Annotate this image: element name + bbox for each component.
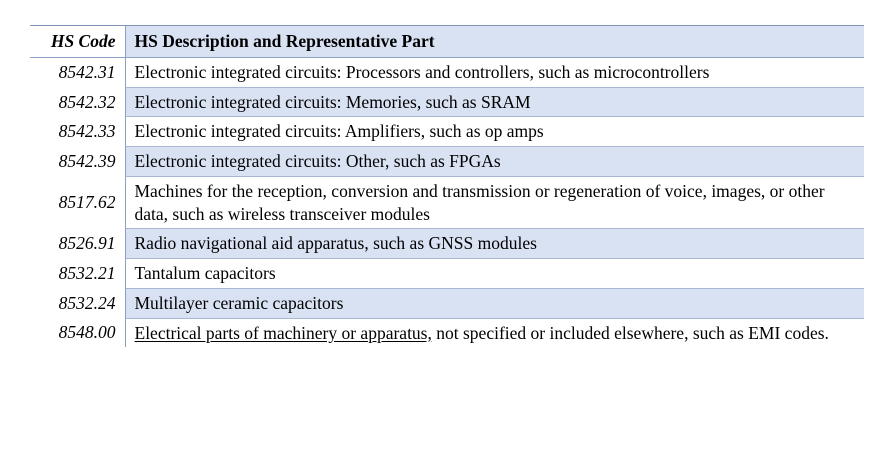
cell-hs-code: 8517.62 xyxy=(30,176,126,229)
cell-hs-code: 8542.39 xyxy=(30,146,126,177)
cell-hs-description: Electronic integrated circuits: Processo… xyxy=(125,57,864,88)
cell-hs-code: 8542.32 xyxy=(30,87,126,117)
cell-hs-code: 8532.21 xyxy=(30,258,126,289)
table-header-row: HS Code HS Description and Representativ… xyxy=(30,25,864,58)
cell-hs-code: 8542.33 xyxy=(30,116,126,147)
table-row: 8548.00 Electrical parts of machinery or … xyxy=(30,318,864,348)
cell-hs-description: Electrical parts of machinery or apparat… xyxy=(125,318,864,348)
underlined-phrase: Electrical parts of machinery or apparat… xyxy=(134,322,432,343)
cell-hs-description: Electronic integrated circuits: Amplifie… xyxy=(125,116,864,147)
cell-hs-description: Tantalum capacitors xyxy=(125,258,864,289)
table-header: HS Code HS Description and Representativ… xyxy=(30,25,864,58)
cell-hs-code: 8532.24 xyxy=(30,288,126,318)
hs-code-table-container: HS Code HS Description and Representativ… xyxy=(30,25,864,348)
hs-code-table: HS Code HS Description and Representativ… xyxy=(30,25,864,348)
cell-hs-description: Radio navigational aid apparatus, such a… xyxy=(125,228,864,259)
cell-hs-description: Machines for the reception, conversion a… xyxy=(125,176,864,230)
cell-hs-code: 8548.00 xyxy=(30,318,126,348)
cell-hs-code: 8526.91 xyxy=(30,228,126,259)
column-header-hs-description: HS Description and Representative Part xyxy=(125,25,864,58)
cell-hs-description: Electronic integrated circuits: Memories… xyxy=(125,87,864,118)
cell-hs-description: Electronic integrated circuits: Other, s… xyxy=(125,146,864,177)
cell-hs-code: 8542.31 xyxy=(30,57,126,87)
cell-hs-description: Multilayer ceramic capacitors xyxy=(125,288,864,319)
column-header-hs-code: HS Code xyxy=(30,25,126,58)
description-text: not specified or included elsewhere, suc… xyxy=(431,322,829,343)
